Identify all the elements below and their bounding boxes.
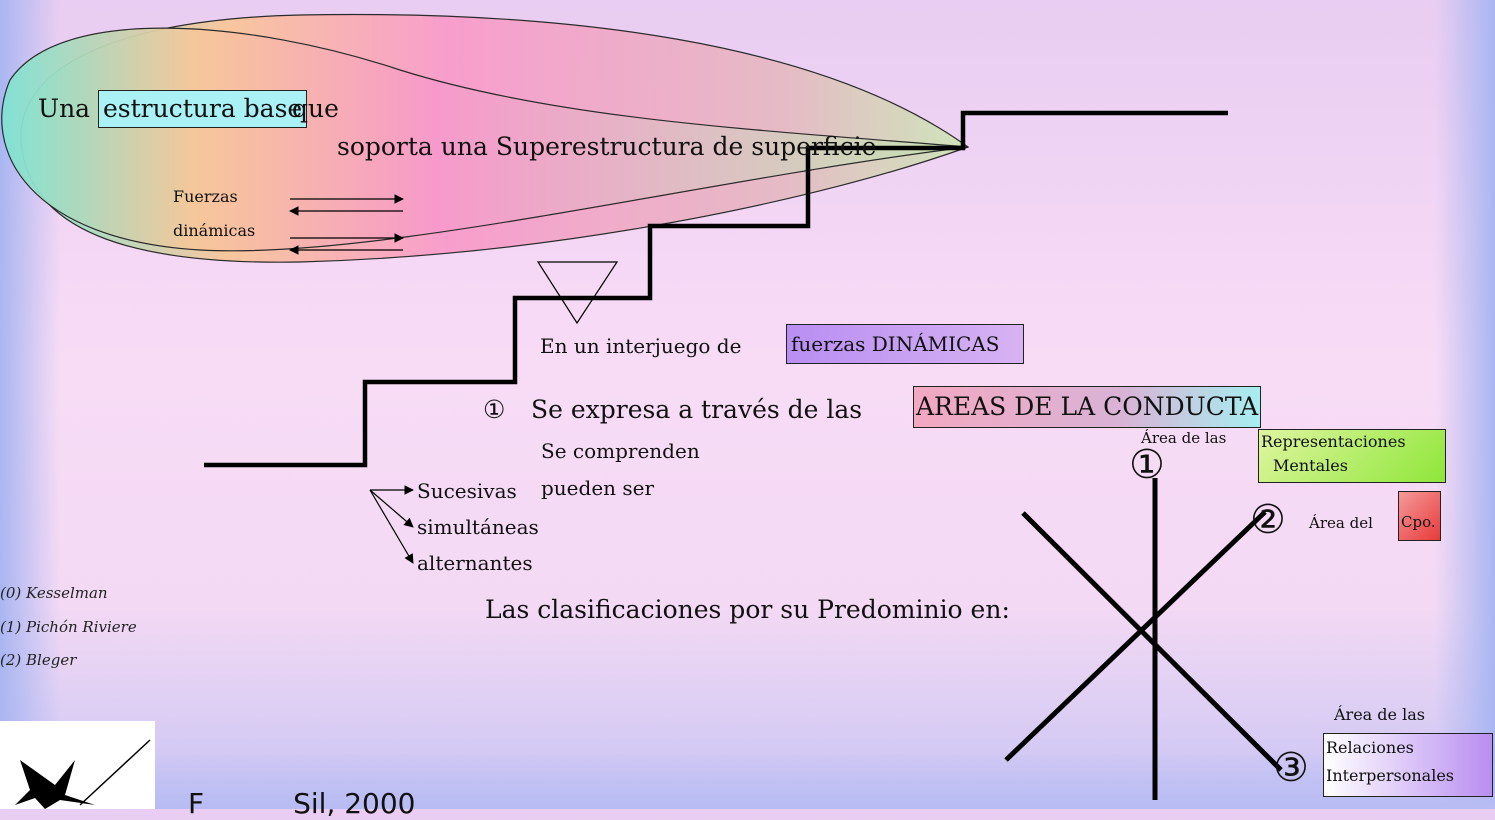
arrow-simultaneas	[369, 489, 414, 528]
area-one-number: ①	[1129, 442, 1165, 488]
dinamicas-box: fuerzas DINÁMICAS	[786, 324, 1025, 364]
author-0: (0) Kesselman	[0, 584, 108, 602]
area-one-box-line1: Representaciones	[1261, 432, 1406, 451]
logo-slash	[79, 739, 151, 806]
area-one-box: Representaciones Mentales	[1258, 429, 1446, 483]
area-three-box-line1: Relaciones	[1326, 738, 1414, 757]
area-two-number: ②	[1250, 497, 1286, 543]
expresa-circled-number: ①	[483, 395, 506, 424]
inverted-triangle	[536, 261, 619, 325]
area-two-prefix: Área del	[1309, 514, 1373, 532]
top-que: que	[292, 94, 339, 123]
footer-partial-text: F Sil, 2000	[188, 787, 416, 820]
top-una: Una	[38, 94, 91, 123]
option-alternantes: alternantes	[417, 551, 533, 575]
area-three-prefix: Área de las	[1334, 705, 1425, 724]
background-bottom-gradient	[0, 749, 1495, 809]
teardrop-shape-front	[1, 27, 969, 252]
comprenden-line1: Se comprenden	[541, 439, 700, 463]
area-three-box-line2: Interpersonales	[1326, 766, 1455, 785]
expresa-prefix: Se expresa a través de las	[531, 395, 863, 424]
arrow-alternantes	[369, 489, 414, 564]
background-right-gradient	[1435, 0, 1495, 809]
area-three-box: Relaciones Interpersonales	[1323, 733, 1493, 797]
interjuego-prefix: En un interjuego de	[540, 334, 742, 358]
option-sucesivas: Sucesivas	[417, 479, 517, 503]
logo-star	[15, 760, 95, 809]
conducta-box: AREAS DE LA CONDUCTA	[913, 386, 1262, 428]
staircase-line	[204, 110, 1228, 468]
fuerzas-label-2: dinámicas	[173, 221, 256, 240]
area-one-box-line2: Mentales	[1273, 456, 1348, 475]
estructura-base-box: estructura base	[98, 90, 308, 128]
option-simultaneas: simultáneas	[417, 515, 539, 539]
clasificaciones-text: Las clasificaciones por su Predominio en…	[485, 595, 1010, 624]
comprenden-line2: pueden ser	[541, 476, 655, 500]
author-2: (2) Bleger	[0, 651, 77, 669]
area-three-number: ③	[1273, 745, 1309, 791]
axis-diagonal-2	[1004, 510, 1267, 762]
top-soporta: soporta una Superestructura de superfici…	[337, 132, 877, 161]
author-1: (1) Pichón Riviere	[0, 618, 137, 636]
area-two-box: Cpo.	[1398, 491, 1441, 541]
area-one-prefix: Área de las	[1141, 429, 1227, 447]
axis-diagonal-1	[1021, 511, 1283, 772]
fuerzas-label-1: Fuerzas	[173, 187, 238, 206]
